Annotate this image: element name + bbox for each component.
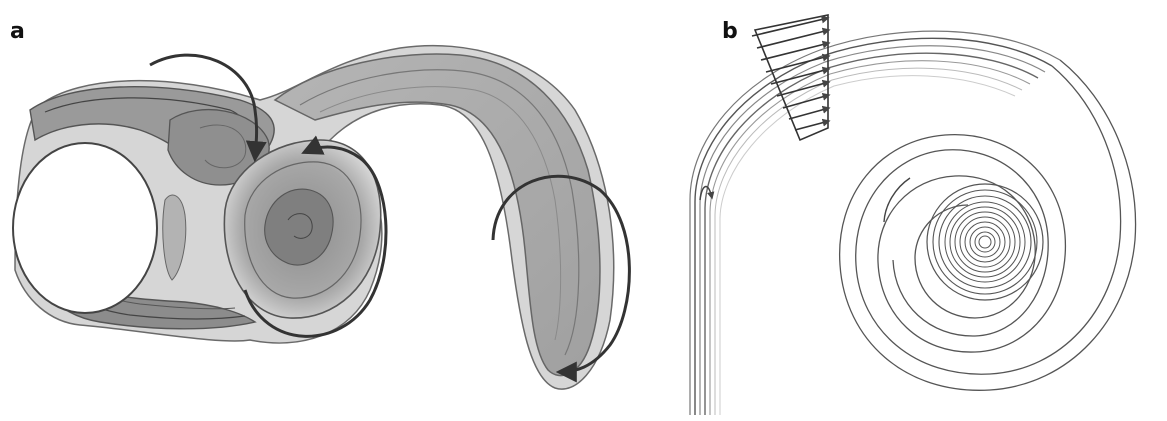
velocity-profile [752, 15, 829, 140]
panel-b: b [690, 15, 1136, 415]
panel-b-label: b [722, 19, 738, 44]
panel-a-label: a [10, 19, 25, 44]
vortex-core-rings [927, 184, 1043, 300]
spiral-streamlines [840, 60, 1136, 390]
boundary-layer-streamlines [690, 31, 1060, 415]
panel-a: a [10, 19, 629, 389]
cylinder [13, 143, 157, 313]
